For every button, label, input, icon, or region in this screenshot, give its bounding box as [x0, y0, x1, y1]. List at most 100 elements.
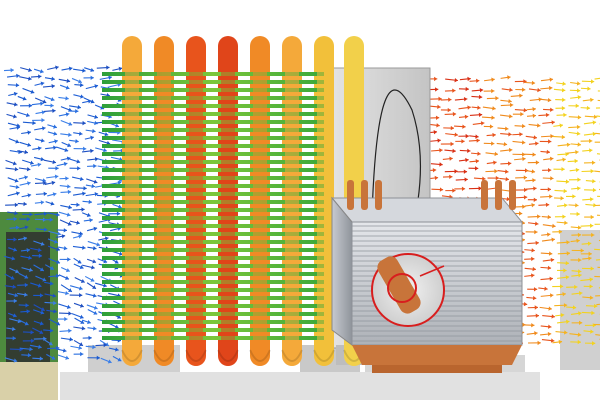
flow-arrow	[21, 193, 32, 198]
flow-arrow-head	[54, 239, 58, 244]
flow-arrow-head	[13, 237, 17, 242]
flow-arrow-head	[56, 321, 61, 326]
flow-arrow-head	[521, 123, 526, 129]
flow-arrow	[29, 344, 42, 350]
flow-arrow	[6, 298, 18, 304]
fin-plate	[102, 144, 324, 148]
flow-arrow-head	[589, 138, 593, 144]
flow-arrow	[481, 115, 495, 120]
flow-arrow	[73, 131, 83, 136]
flow-arrow	[571, 269, 582, 274]
flow-arrow-head	[82, 191, 86, 196]
flow-arrow-head	[43, 211, 48, 216]
flow-arrow	[22, 159, 34, 165]
flow-arrow-head	[551, 314, 555, 319]
flow-arrow-head	[38, 253, 43, 258]
flow-arrow-head	[26, 216, 31, 222]
flow-arrow-head	[547, 187, 552, 192]
flow-arrow	[57, 290, 69, 296]
flow-arrow-head	[558, 229, 563, 234]
flow-arrow	[32, 253, 43, 258]
flow-arrow	[541, 214, 552, 220]
flow-arrow-head	[69, 337, 73, 342]
flow-arrow	[44, 76, 55, 81]
flow-arrow	[71, 176, 84, 182]
flow-arrow-head	[564, 220, 568, 226]
flow-arrow-head	[545, 112, 550, 118]
flow-arrow-head	[65, 355, 69, 360]
flow-arrow-head	[24, 321, 29, 326]
fin-plate	[102, 96, 324, 100]
flow-arrow	[73, 263, 84, 270]
flow-arrow	[18, 272, 29, 279]
flow-arrow	[86, 282, 97, 290]
flow-arrow	[60, 267, 70, 273]
flow-arrow-head	[23, 201, 27, 207]
flow-arrow	[59, 84, 70, 90]
flow-arrow-shaft	[597, 99, 600, 102]
flow-arrow	[566, 305, 577, 310]
flow-arrow	[553, 87, 566, 93]
flow-arrow-shaft	[594, 77, 600, 80]
flow-arrow	[556, 157, 566, 162]
flow-arrow-head	[531, 80, 536, 86]
flow-arrow-head	[53, 145, 57, 150]
flow-arrow	[553, 167, 565, 172]
flow-arrow-head	[96, 355, 100, 361]
flow-arrow	[525, 178, 536, 183]
flow-arrow	[568, 131, 581, 136]
flow-arrow	[525, 135, 538, 140]
flow-arrow-head	[577, 115, 582, 120]
flow-arrow	[582, 97, 594, 103]
flow-arrow	[69, 166, 81, 171]
flow-arrow	[541, 232, 551, 237]
flow-arrow-head	[41, 110, 46, 115]
flow-arrow	[59, 219, 72, 226]
flow-arrow-head	[40, 200, 45, 205]
flow-arrow-head	[574, 158, 578, 164]
flow-arrow-head	[535, 240, 539, 246]
flow-arrow-head	[593, 303, 598, 309]
flow-arrow	[471, 88, 484, 93]
flow-arrow	[527, 160, 540, 165]
flow-arrow	[585, 178, 596, 184]
flow-arrow-head	[506, 196, 510, 202]
flow-arrow	[85, 84, 99, 90]
flow-arrow-head	[562, 214, 566, 219]
flow-arrow	[527, 221, 539, 226]
flow-arrow	[596, 214, 600, 216]
flow-arrow-head	[13, 247, 17, 252]
flow-arrow	[17, 201, 27, 207]
fin-plate	[102, 320, 324, 324]
flow-arrow-head	[86, 212, 91, 217]
flow-arrow	[81, 264, 95, 270]
flow-arrow	[455, 139, 465, 144]
flow-arrow	[47, 192, 57, 197]
flow-arrow-head	[489, 124, 494, 129]
flow-arrow	[555, 312, 565, 318]
flow-arrow-head	[50, 201, 55, 206]
flow-arrow-head	[79, 303, 84, 308]
flow-arrow	[85, 183, 96, 189]
flow-arrow	[458, 133, 469, 139]
flow-arrow	[526, 331, 538, 336]
flow-arrow-head	[452, 111, 457, 117]
flow-arrow	[33, 304, 45, 312]
flow-arrow	[526, 295, 537, 301]
flow-arrow-head	[80, 278, 85, 283]
flow-arrow	[468, 166, 479, 171]
flow-arrow-head	[117, 357, 122, 362]
flow-arrow	[557, 251, 571, 256]
flow-arrow-head	[26, 309, 30, 314]
fin-plate	[102, 184, 324, 188]
flow-arrow-head	[574, 284, 578, 290]
flow-arrow	[556, 203, 568, 208]
flow-arrow-head	[65, 112, 70, 117]
flow-arrow-head	[118, 251, 123, 256]
flow-arrow	[20, 248, 31, 253]
fin-plate	[102, 224, 324, 228]
flow-arrow	[22, 120, 36, 126]
flow-arrow	[82, 319, 91, 325]
flow-arrow	[594, 275, 600, 278]
flow-arrow	[57, 245, 68, 251]
